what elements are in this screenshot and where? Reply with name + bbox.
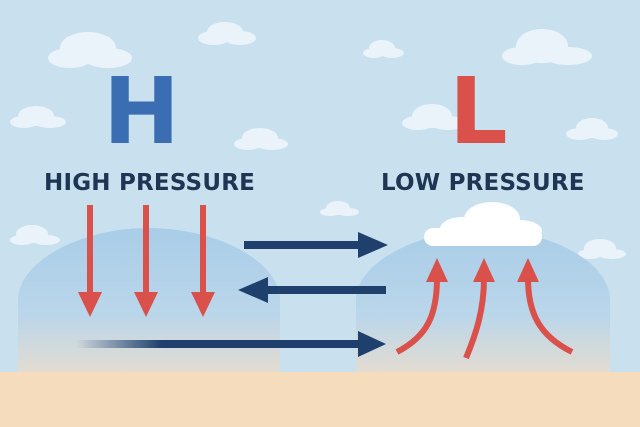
arrow-up-icon: [517, 258, 574, 355]
cloud-icon: [566, 118, 618, 140]
cloud-icon: [198, 22, 256, 45]
rising-air-arrows: [395, 258, 574, 360]
arrow-up-icon: [463, 258, 495, 360]
arrow-left-icon: [238, 277, 386, 303]
cloud-icon: [402, 104, 466, 130]
low-pressure-symbol: L: [449, 58, 508, 165]
high-pressure-symbol: H: [103, 58, 180, 165]
sinking-air-arrows: [78, 205, 215, 317]
arrow-down-icon: [134, 205, 158, 317]
cloud-icon: [424, 202, 542, 246]
ground: [0, 372, 640, 427]
arrow-right-icon: [76, 331, 386, 357]
cloud-icon: [10, 106, 66, 128]
cloud-icon: [320, 201, 359, 216]
high-pressure-label: HIGH PRESSURE: [44, 170, 256, 196]
cloud-icon: [48, 32, 132, 68]
low-pressure-label: LOW PRESSURE: [381, 170, 585, 196]
background-clouds: [10, 22, 626, 259]
cloud-icon: [363, 40, 404, 58]
arrow-right-icon: [244, 232, 388, 258]
cloud-icon: [10, 225, 60, 245]
arrow-down-icon: [78, 205, 102, 317]
cloud-icon: [234, 128, 288, 150]
arrow-down-icon: [191, 205, 215, 317]
cloud-icon: [502, 29, 592, 65]
cloud-icon: [578, 239, 626, 259]
wind-arrows: [76, 232, 388, 357]
arrow-up-icon: [395, 258, 448, 355]
